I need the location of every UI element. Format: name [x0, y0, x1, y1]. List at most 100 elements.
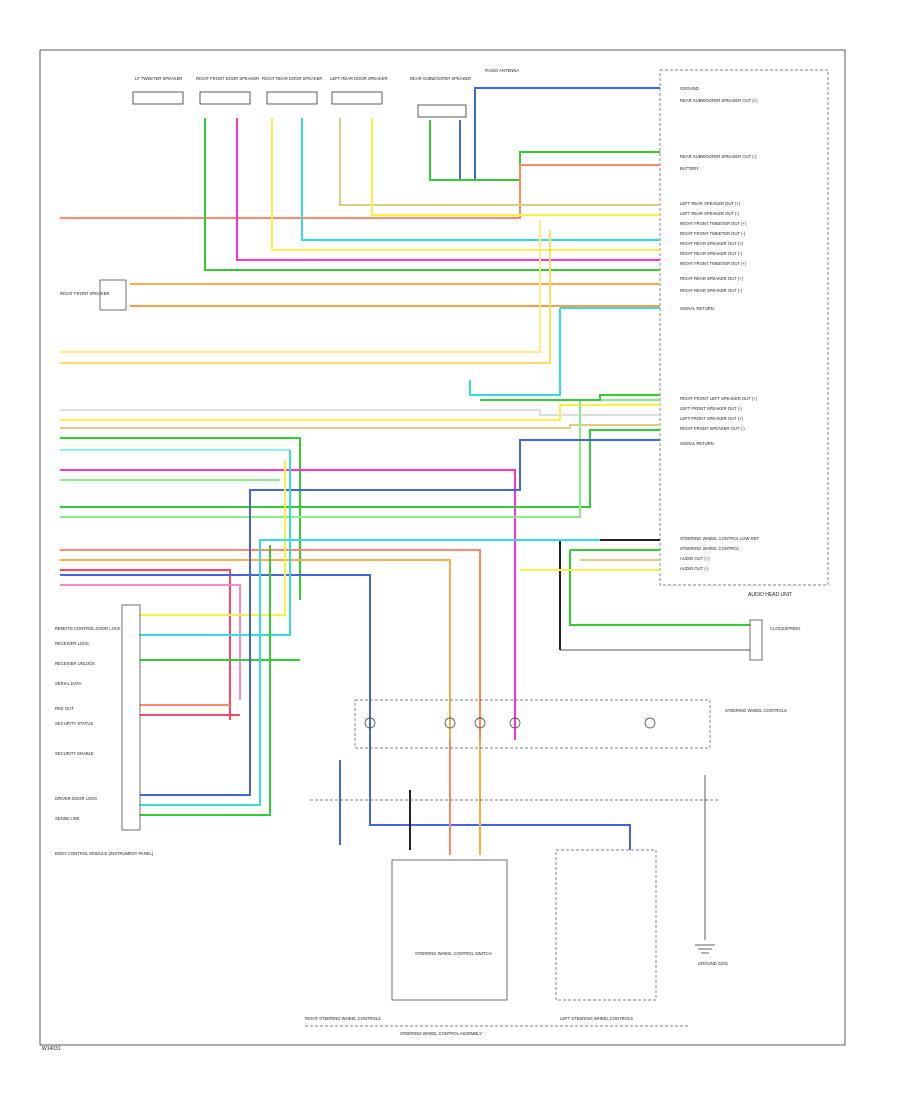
- radio-pin-labels: GROUND REAR SUBWOOFER SPEAKER OUT (+) RE…: [680, 86, 759, 571]
- switch-label: RIGHT STEERING WHEEL CONTROLS: [305, 1016, 381, 1021]
- left-components: RIGHT FRONT SPEAKER: [60, 279, 127, 311]
- wire-magenta-mid: [60, 469, 516, 740]
- wire-tan-left-2: [60, 230, 551, 364]
- pin-label: SIGNAL RETURN: [680, 306, 714, 311]
- speaker-rear-subwoofer: REAR SUBWOOFER SPEAKER: [410, 76, 471, 118]
- pin-label: LEFT FRONT SPEAKER OUT (-): [680, 406, 742, 411]
- radio-antenna: RADIO ANTENNA: [485, 68, 519, 73]
- bcm-line: RECEIVER UNLOCK: [55, 661, 95, 666]
- speaker-lr-door: LEFT REAR DOOR SPEAKER: [330, 76, 388, 105]
- pin-label: RIGHT FRONT TWEETER OUT (+): [680, 261, 747, 266]
- wire-yellow-rr: [271, 118, 660, 251]
- pin-label: LEFT REAR SPEAKER OUT (-): [680, 211, 740, 216]
- coil-component: CLOCKSPRING: [560, 619, 800, 661]
- bcm-line: SERIAL DATA: [55, 681, 82, 686]
- speaker-label: LF TWEETER SPEAKER: [135, 76, 182, 81]
- switch-box-left: [555, 849, 657, 1001]
- speaker-label: REAR SUBWOOFER SPEAKER: [410, 76, 471, 81]
- bcm-line: SECURITY ENABLE: [55, 751, 94, 756]
- antenna-label: RADIO ANTENNA: [485, 68, 519, 73]
- bottom-caption: STEERING WHEEL CONTROL ASSEMBLY: [400, 1031, 482, 1036]
- wire-orange-low: [60, 559, 451, 740]
- audio-head-unit: AUDIO HEAD UNIT: [659, 69, 829, 598]
- left-speaker-label: RIGHT FRONT SPEAKER: [60, 291, 109, 296]
- wire-blue-bcm: [140, 500, 251, 796]
- bcm-line: REMOTE CONTROL DOOR LOCK: [55, 626, 121, 631]
- pin-label: RIGHT REAR SPEAKER OUT (+): [680, 276, 744, 281]
- speaker-label: RIGHT REAR DOOR SPEAKER: [262, 76, 322, 81]
- connector-pin: [474, 717, 486, 729]
- clockspring-label: STEERING WHEEL CONTROLS: [725, 708, 787, 713]
- pin-label: RIGHT FRONT TWEETER OUT (-): [680, 231, 746, 236]
- wire-red-low: [60, 569, 231, 720]
- connector-pin: [364, 717, 376, 729]
- switch-box-right: [391, 859, 508, 1001]
- pin-label: REAR SUBWOOFER SPEAKER OUT (-): [680, 154, 757, 159]
- wire-salmon-low: [60, 549, 481, 740]
- switch-label: STEERING WHEEL CONTROL SWITCH: [415, 951, 491, 956]
- bcm-label: BODY CONTROL MODULE (INSTRUMENT PANEL): [55, 851, 154, 856]
- pin-label: RIGHT FRONT LEFT SPEAKER OUT (+): [680, 396, 758, 401]
- wires: [60, 87, 750, 855]
- wire-cyan-return-2: [469, 308, 561, 396]
- bcm-line: DRIVER DOOR LOCK: [55, 796, 97, 801]
- connector-pin: [644, 717, 656, 729]
- pin-label: RIGHT REAR SPEAKER OUT (-): [680, 288, 743, 293]
- connector-pin: [444, 717, 456, 729]
- bcm-line: SECURITY STATUS: [55, 721, 93, 726]
- wire-magenta-rf: [236, 118, 660, 261]
- top-speakers: LF TWEETER SPEAKER RIGHT FRONT DOOR SPEA…: [132, 68, 519, 118]
- wire-lightgreen-mid-2: [60, 399, 660, 518]
- wire-salmon-battery: [60, 164, 660, 219]
- wire-green-return-2: [480, 394, 660, 401]
- pin-label: STEERING WHEEL CONTROL: [680, 546, 740, 551]
- coil-label: CLOCKSPRING: [770, 626, 800, 631]
- pin-label: LEFT FRONT SPEAKER OUT (+): [680, 416, 744, 421]
- wire-green-rf: [204, 118, 660, 271]
- clockspring: STEERING WHEEL CONTROLS: [354, 699, 787, 749]
- body-control-module: REMOTE CONTROL DOOR LOCK RECEIVER LOCK R…: [55, 604, 154, 856]
- pin-label: GROUND: [680, 86, 699, 91]
- wire-yellow-lr: [371, 118, 660, 216]
- pin-label: RIGHT REAR SPEAKER OUT (+): [680, 241, 744, 246]
- speaker-label: LEFT REAR DOOR SPEAKER: [330, 76, 388, 81]
- wire-cyan-bcm: [140, 450, 291, 636]
- pin-label: STEERING WHEEL CONTROL LOW REF: [680, 536, 759, 541]
- speaker-label: RIGHT FRONT DOOR SPEAKER: [196, 76, 259, 81]
- wire-blue-sw: [369, 740, 631, 850]
- wire-cyan-bcm-2: [140, 539, 600, 806]
- pin-label: AUDIO OUT (+): [680, 556, 710, 561]
- wire-white: [60, 409, 660, 416]
- speaker-rf-door: RIGHT FRONT DOOR SPEAKER: [196, 76, 259, 105]
- wire-yellow-mid: [60, 404, 660, 421]
- bcm-line: RECEIVER LOCK: [55, 641, 89, 646]
- speaker-lf-tweeter: LF TWEETER SPEAKER: [132, 76, 184, 105]
- pin-label: BATTERY: [680, 166, 699, 171]
- wire-green-mid-2: [60, 429, 660, 508]
- wire-blue-low: [60, 574, 371, 740]
- bcm-line: SENSE LINE: [55, 816, 80, 821]
- ground: GROUND G201: [695, 775, 729, 966]
- pin-label: SIGNAL RETURN: [680, 441, 714, 446]
- footer-code: W14031: [42, 1046, 61, 1052]
- switch-label: LEFT STEERING WHEEL CONTROLS: [560, 1016, 633, 1021]
- wire-green-bcm-2: [140, 545, 271, 816]
- wire-blue-antenna: [459, 87, 660, 181]
- wire-yellow-bcm: [140, 460, 286, 616]
- pin-label: RIGHT FRONT SPEAKER OUT (-): [680, 426, 745, 431]
- pin-label: RIGHT FRONT TWEETER OUT (+): [680, 221, 747, 226]
- audio-head-unit-label: AUDIO HEAD UNIT: [748, 592, 792, 598]
- wire-magenta-low: [60, 584, 241, 700]
- wire-green-radio-v: [569, 550, 750, 626]
- pin-label: LEFT REAR SPEAKER OUT (+): [680, 201, 741, 206]
- bcm-line: RKE OUT: [55, 706, 74, 711]
- wire-blue-return: [249, 439, 660, 500]
- switch-blocks: RIGHT STEERING WHEEL CONTROLS STEERING W…: [305, 849, 690, 1036]
- wire-tan-left: [60, 220, 541, 353]
- pin-label: REAR SUBWOOFER SPEAKER OUT (+): [680, 98, 758, 103]
- wire-tan-lr: [339, 118, 660, 206]
- wire-green-sub: [429, 120, 660, 181]
- ground-label: GROUND G201: [698, 961, 729, 966]
- diagram-border: [39, 49, 846, 1046]
